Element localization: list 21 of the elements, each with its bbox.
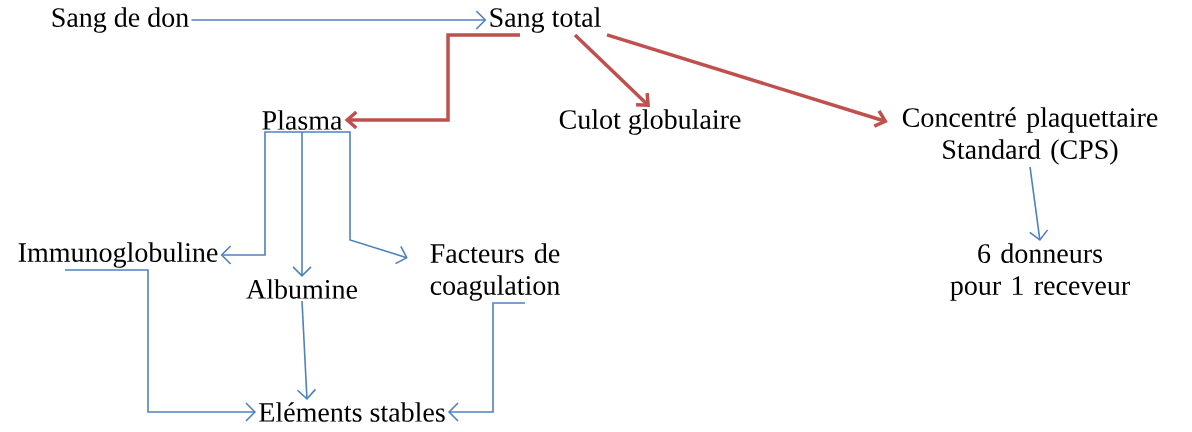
arrow: [301, 131, 408, 265]
node-label: Concentré plaquettaire Standard (CPS): [902, 107, 1158, 165]
node-label: Sang total: [490, 7, 601, 33]
node-label: Eléments stables: [259, 402, 445, 422]
arrow: [344, 33, 520, 130]
arrow: [573, 33, 650, 108]
node-label: Immunoglobuline: [18, 242, 218, 268]
arrow: [606, 33, 888, 128]
node-label: Plasma: [262, 110, 343, 130]
node-label: Albumine: [246, 279, 358, 299]
arrow: [220, 131, 303, 265]
node-label: Sang de don: [52, 7, 189, 33]
node-label: Facteurs de coagulation: [430, 243, 560, 301]
node-label: 6 donneurs pour 1 receveur: [950, 243, 1130, 301]
arrow: [190, 10, 487, 30]
arrow: [447, 302, 526, 422]
arrow: [296, 300, 317, 400]
arrow: [292, 131, 312, 277]
arrow: [1028, 166, 1049, 242]
arrow: [64, 269, 257, 422]
node-label: Culot globulaire: [559, 109, 741, 135]
